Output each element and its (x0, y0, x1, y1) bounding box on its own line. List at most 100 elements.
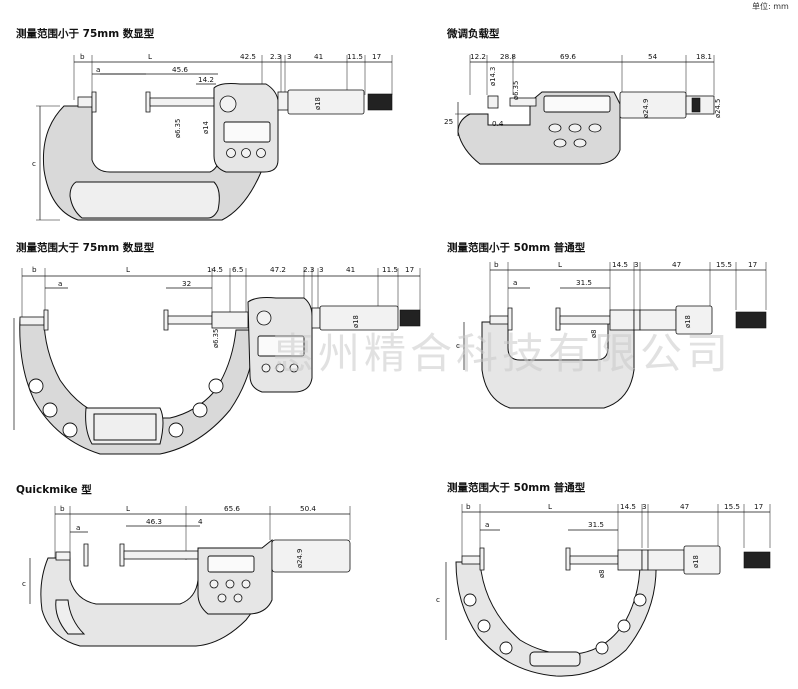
dim-45-6: 45.6 (172, 65, 188, 74)
dim-31-5: 31.5 (588, 520, 604, 529)
dim-15-5: 15.5 (724, 502, 740, 511)
dim-46-3: 46.3 (146, 517, 162, 526)
display-head (197, 538, 273, 615)
dim-17: 17 (748, 260, 757, 269)
dim-54: 54 (648, 52, 658, 61)
button-4[interactable] (553, 138, 567, 148)
dim-o24-9: ø24.9 (642, 99, 650, 118)
dim-47: 47 (680, 502, 689, 511)
thimble (271, 539, 351, 573)
dim-L: L (148, 52, 152, 61)
panel-digital-under-75: 测量范围小于 75mm 数显型 b L 42.5 2.3 3 41 11.5 1… (16, 27, 393, 221)
dim-o24-9: ø24.9 (296, 549, 304, 568)
dim-47-2: 47.2 (270, 265, 286, 274)
dim-o8: ø8 (590, 330, 598, 338)
lcd-screen (257, 335, 305, 357)
button-origin[interactable] (226, 148, 236, 158)
dim-o18: ø18 (352, 315, 360, 328)
dim-o8: ø8 (598, 570, 606, 578)
button-5[interactable] (573, 138, 587, 148)
dim-11-5: 11.5 (347, 52, 363, 61)
panel-standard-over-50: 测量范围大于 50mm 普通型 b L 14.5 3 47 15.5 17 a … (436, 481, 771, 677)
thimble (675, 305, 713, 335)
panel-title: 测量范围大于 50mm 普通型 (447, 481, 586, 494)
thimble (619, 91, 687, 119)
lcd-screen (543, 95, 611, 113)
dim-28-8: 28.8 (500, 52, 516, 61)
dim-a: a (513, 278, 517, 287)
dim-14-2: 14.2 (198, 75, 214, 84)
panel-title: Quickmike 型 (16, 483, 92, 496)
dim-0-4: 0.4 (492, 119, 504, 128)
dim-L: L (558, 260, 562, 269)
dim-47: 47 (672, 260, 681, 269)
button-5[interactable] (233, 593, 243, 603)
button-2[interactable] (568, 123, 582, 133)
dim-o6-35: ø6.35 (174, 119, 182, 138)
panel-title: 微调负载型 (446, 27, 500, 40)
dim-3: 3 (634, 260, 639, 269)
dim-42-5: 42.5 (240, 52, 256, 61)
dim-17: 17 (372, 52, 381, 61)
dim-14-5: 14.5 (207, 265, 223, 274)
lcd-screen (207, 555, 255, 573)
dim-17: 17 (405, 265, 414, 274)
heat-insulator (69, 181, 220, 219)
dim-a: a (96, 65, 100, 74)
button-origin[interactable] (261, 363, 271, 373)
dim-3: 3 (287, 52, 292, 61)
dim-3: 3 (642, 502, 647, 511)
dim-31-5: 31.5 (576, 278, 592, 287)
dim-L: L (126, 504, 130, 513)
dim-14-5: 14.5 (612, 260, 628, 269)
button-hold[interactable] (289, 363, 299, 373)
dim-o14: ø14 (202, 121, 210, 134)
dim-15-5: 15.5 (716, 260, 732, 269)
dim-b: b (80, 52, 85, 61)
dim-o24-5: ø24.5 (714, 99, 722, 118)
panel-title: 测量范围小于 75mm 数显型 (16, 27, 155, 40)
dim-o6-35: ø6.35 (212, 329, 220, 348)
button-3[interactable] (588, 123, 602, 133)
sleeve (639, 309, 677, 331)
button-mode[interactable] (241, 148, 251, 158)
dim-o18: ø18 (692, 555, 700, 568)
dim-o18: ø18 (314, 97, 322, 110)
ratchet[interactable] (735, 311, 767, 329)
dim-c: c (456, 341, 460, 350)
dim-o14-3: ø14.3 (489, 67, 497, 86)
button-hold[interactable] (256, 148, 266, 158)
unit-label: 单位: mm (752, 1, 789, 11)
dim-L: L (126, 265, 130, 274)
dim-c: c (436, 595, 440, 604)
sleeve (647, 549, 685, 571)
dim-11-5: 11.5 (382, 265, 398, 274)
button-1[interactable] (209, 579, 219, 589)
button-4[interactable] (217, 593, 227, 603)
dim-a: a (58, 279, 62, 288)
dim-41: 41 (346, 265, 355, 274)
dim-41: 41 (314, 52, 323, 61)
dim-12-2: 12.2 (470, 52, 486, 61)
dim-50-4: 50.4 (300, 504, 316, 513)
ratchet[interactable] (367, 93, 393, 111)
ratchet[interactable] (399, 309, 421, 327)
dim-a: a (485, 520, 489, 529)
button-3[interactable] (241, 579, 251, 589)
dim-o6-35: ø6.35 (512, 81, 520, 100)
ratchet[interactable] (743, 551, 771, 569)
dim-a: a (76, 523, 80, 532)
dim-17: 17 (754, 502, 763, 511)
button-1[interactable] (548, 123, 562, 133)
dim-b: b (494, 260, 499, 269)
dim-L: L (548, 502, 552, 511)
dim-2-3: 2.3 (303, 265, 314, 274)
panel-fine-adjust-load: 微调负载型 12.2 28.8 69.6 54 18.1 25 0.4 ø14.… (444, 27, 722, 165)
dim-6-5: 6.5 (232, 265, 243, 274)
thimble (683, 545, 721, 575)
dim-14-5: 14.5 (620, 502, 636, 511)
button-mode[interactable] (275, 363, 285, 373)
dim-18-1: 18.1 (696, 52, 712, 61)
button-2[interactable] (225, 579, 235, 589)
